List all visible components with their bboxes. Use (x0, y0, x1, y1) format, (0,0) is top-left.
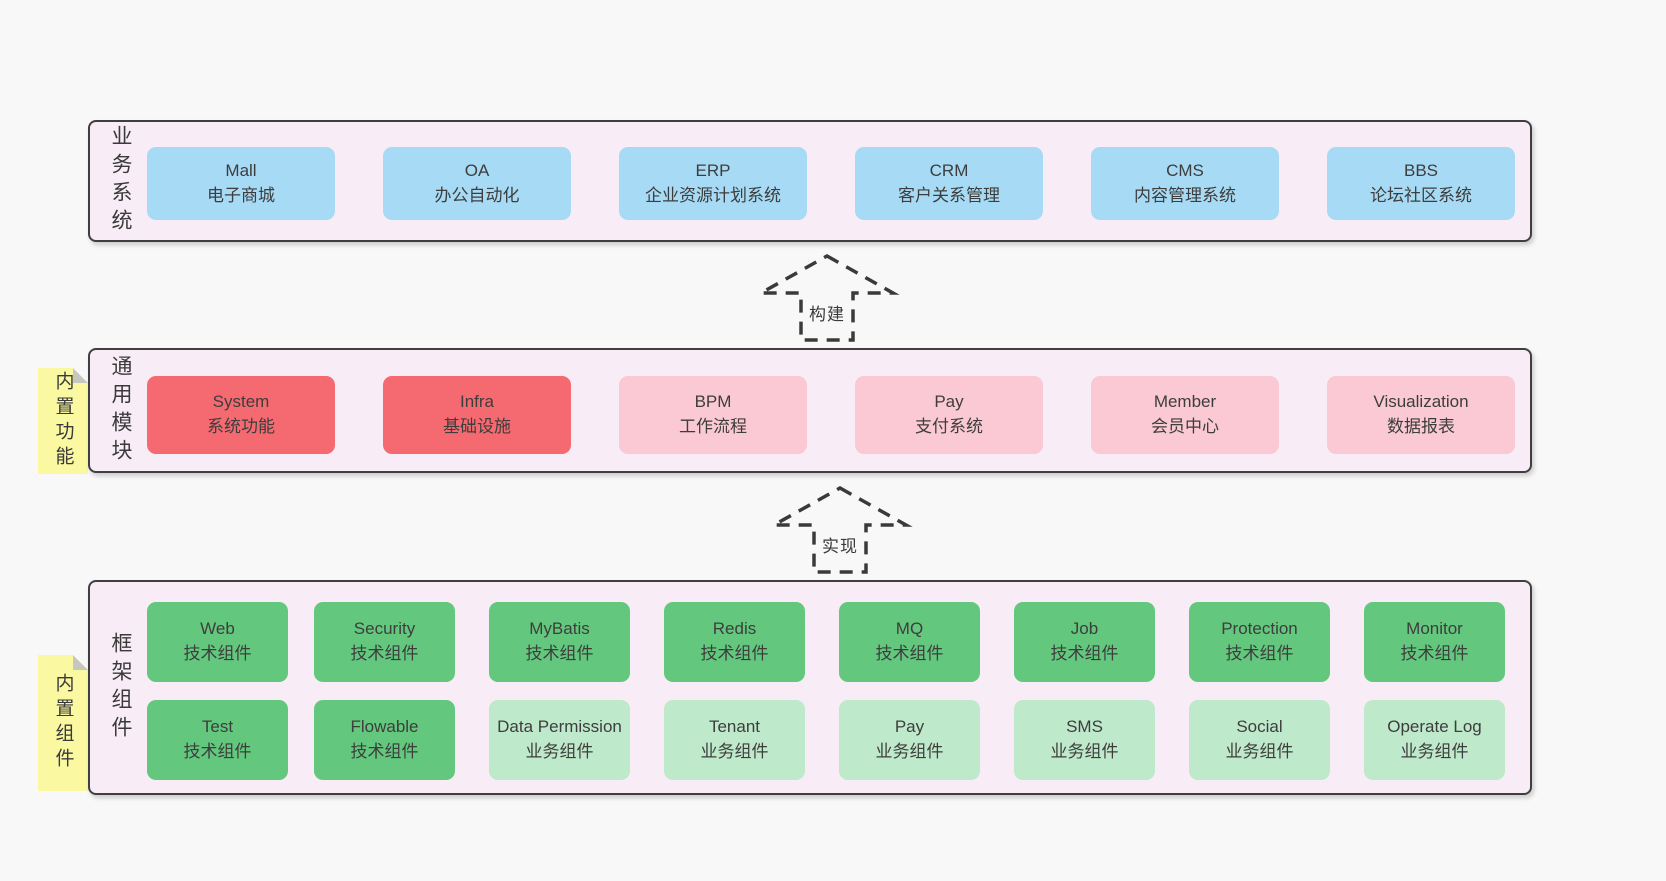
box-pay-module: Pay 支付系统 (855, 376, 1043, 454)
framework-components-title: 框架组件 (109, 631, 132, 744)
common-modules-title: 通用模块 (109, 354, 132, 467)
box-pay-component: Pay 业务组件 (839, 700, 980, 780)
box-web: Web 技术组件 (147, 602, 288, 682)
box-protection: Protection 技术组件 (1189, 602, 1330, 682)
sticky-note-builtin-components: 内置组件 (38, 655, 88, 791)
box-mq: MQ 技术组件 (839, 602, 980, 682)
box-bpm: BPM 工作流程 (619, 376, 807, 454)
box-visualization: Visualization 数据报表 (1327, 376, 1515, 454)
sticky-note-builtin-features-label: 内置功能 (52, 371, 74, 471)
sticky-note-builtin-features: 内置功能 (38, 368, 88, 474)
implement-arrow: 实现 (762, 485, 918, 575)
box-sms: SMS 业务组件 (1014, 700, 1155, 780)
box-flowable: Flowable 技术组件 (314, 700, 455, 780)
box-redis: Redis 技术组件 (664, 602, 805, 682)
box-system: System 系统功能 (147, 376, 335, 454)
box-test: Test 技术组件 (147, 700, 288, 780)
box-bbs: BBS 论坛社区系统 (1327, 147, 1515, 220)
framework-components-container: 框架组件 Web 技术组件 Security 技术组件 MyBatis 技术组件… (88, 580, 1532, 795)
common-modules-container: 通用模块 System 系统功能 Infra 基础设施 BPM 工作流程 Pay… (88, 348, 1532, 473)
box-mall: Mall 电子商城 (147, 147, 335, 220)
business-systems-title: 业务系统 (109, 125, 132, 237)
business-systems-container: 业务系统 Mall 电子商城 OA 办公自动化 ERP 企业资源计划系统 CRM… (88, 120, 1532, 242)
box-member: Member 会员中心 (1091, 376, 1279, 454)
box-cms: CMS 内容管理系统 (1091, 147, 1279, 220)
box-oa: OA 办公自动化 (383, 147, 571, 220)
arrow-up-icon (767, 485, 913, 574)
box-security: Security 技术组件 (314, 602, 455, 682)
arrow-up-icon (754, 253, 900, 342)
box-data-permission: Data Permission 业务组件 (489, 700, 630, 780)
box-tenant: Tenant 业务组件 (664, 700, 805, 780)
sticky-note-builtin-components-label: 内置组件 (52, 673, 74, 773)
implement-arrow-label: 实现 (816, 531, 864, 558)
box-mybatis: MyBatis 技术组件 (489, 602, 630, 682)
build-arrow-label: 构建 (803, 299, 851, 326)
box-erp: ERP 企业资源计划系统 (619, 147, 807, 220)
box-infra: Infra 基础设施 (383, 376, 571, 454)
box-job: Job 技术组件 (1014, 602, 1155, 682)
build-arrow: 构建 (749, 253, 905, 343)
box-monitor: Monitor 技术组件 (1364, 602, 1505, 682)
box-crm: CRM 客户关系管理 (855, 147, 1043, 220)
box-social: Social 业务组件 (1189, 700, 1330, 780)
box-operate-log: Operate Log 业务组件 (1364, 700, 1505, 780)
